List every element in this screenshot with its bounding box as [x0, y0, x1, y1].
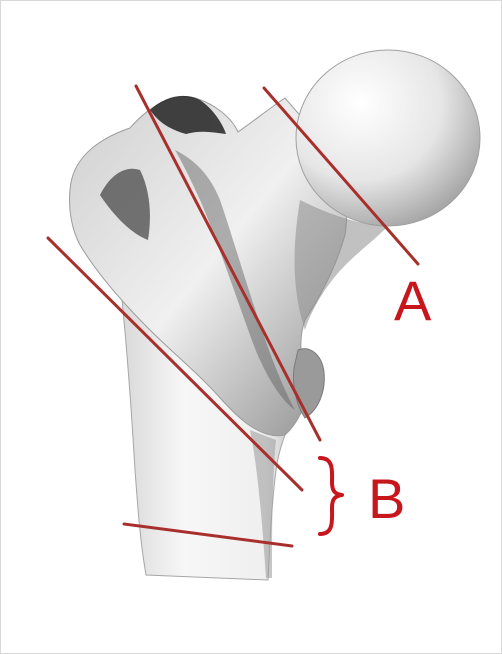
label-a: A	[394, 269, 432, 332]
femoral-head	[296, 50, 480, 226]
label-b: B	[368, 467, 405, 530]
